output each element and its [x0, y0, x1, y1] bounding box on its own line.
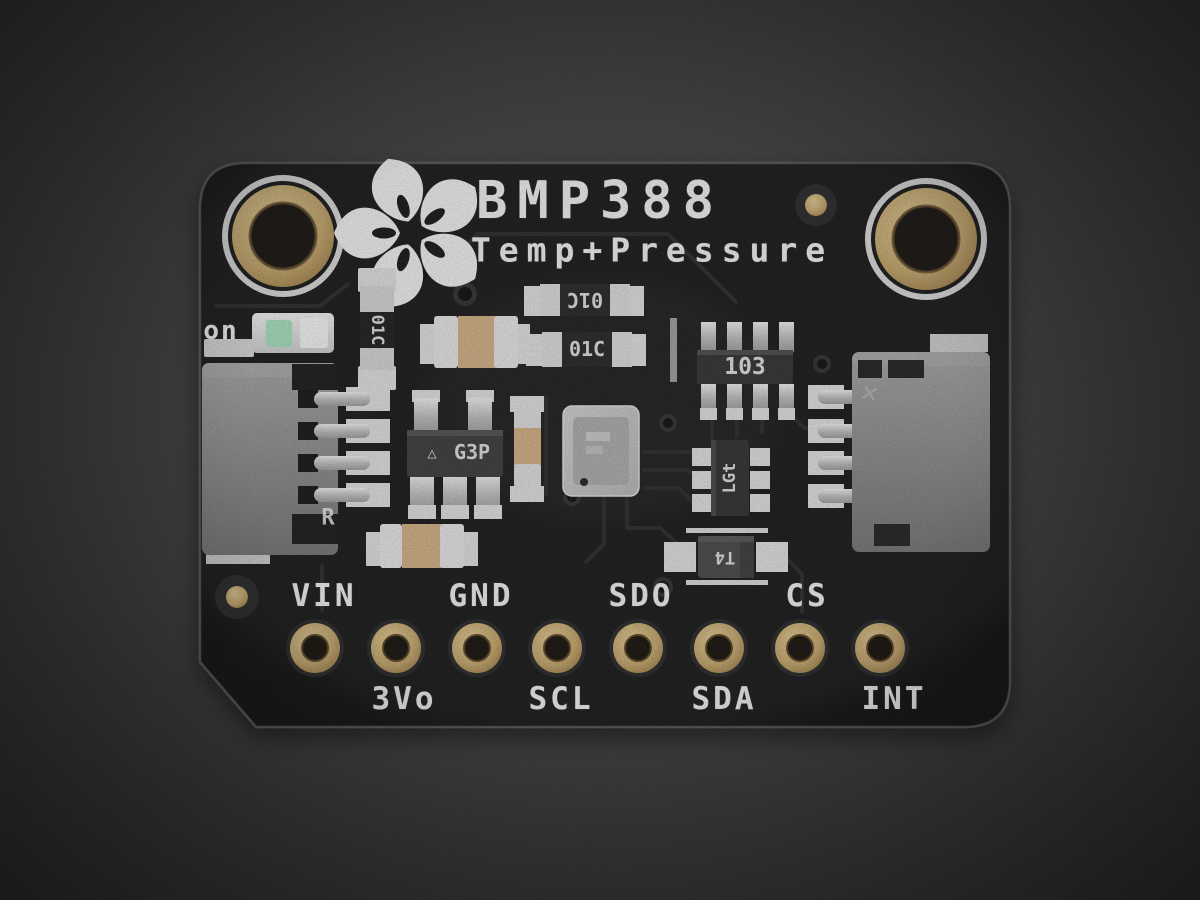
resistor-network-marking: 103: [724, 354, 766, 380]
pin-hole-cs: [771, 619, 829, 677]
gold-via-bottom-left: [215, 575, 259, 619]
mounting-hole-top-right: [865, 178, 987, 300]
pin-label-3vo: 3Vo: [371, 681, 437, 717]
pin-label-int: INT: [861, 681, 927, 717]
resistor-bottom-marking: 01C: [568, 337, 606, 361]
pin-label-sdo: SDO: [608, 578, 674, 614]
silkscreen-r-mark: R: [321, 505, 335, 531]
pin-hole-scl: [528, 619, 586, 677]
regulator-marking: G3P: [453, 440, 491, 464]
mounting-hole-top-left: [222, 175, 344, 297]
pin-hole-sdo: [609, 619, 667, 677]
pin-label-scl: SCL: [528, 681, 594, 717]
diode-marking: T4: [714, 547, 736, 567]
pin-hole-sda: [690, 619, 748, 677]
pin-label-cs: CS: [785, 578, 829, 614]
resistor-top-marking: 01C: [566, 288, 604, 312]
resistor-vertical-marking: 01C: [367, 314, 387, 346]
board-subtitle: Temp+Pressure: [470, 230, 834, 270]
pin-hole-int: [851, 619, 909, 677]
level-shifter-marking: LGt: [720, 462, 740, 494]
capacitor-bottom: [366, 524, 478, 568]
pin-hole-vin: [286, 619, 344, 677]
gold-via-top: [795, 184, 837, 226]
power-led-label: on: [203, 316, 239, 346]
capacitor-top: [420, 316, 530, 368]
pin-label-gnd: GND: [448, 578, 514, 614]
pin-label-sda: SDA: [691, 681, 757, 717]
pin-label-vin: VIN: [291, 578, 357, 614]
board-title: BMP388: [476, 171, 724, 231]
bmp388-sensor-chip: [562, 405, 640, 497]
pin-hole-3vo: [367, 619, 425, 677]
regulator-logo-icon: △: [427, 444, 437, 462]
capacitor-vertical: [510, 396, 544, 502]
pin-hole-gnd: [448, 619, 506, 677]
